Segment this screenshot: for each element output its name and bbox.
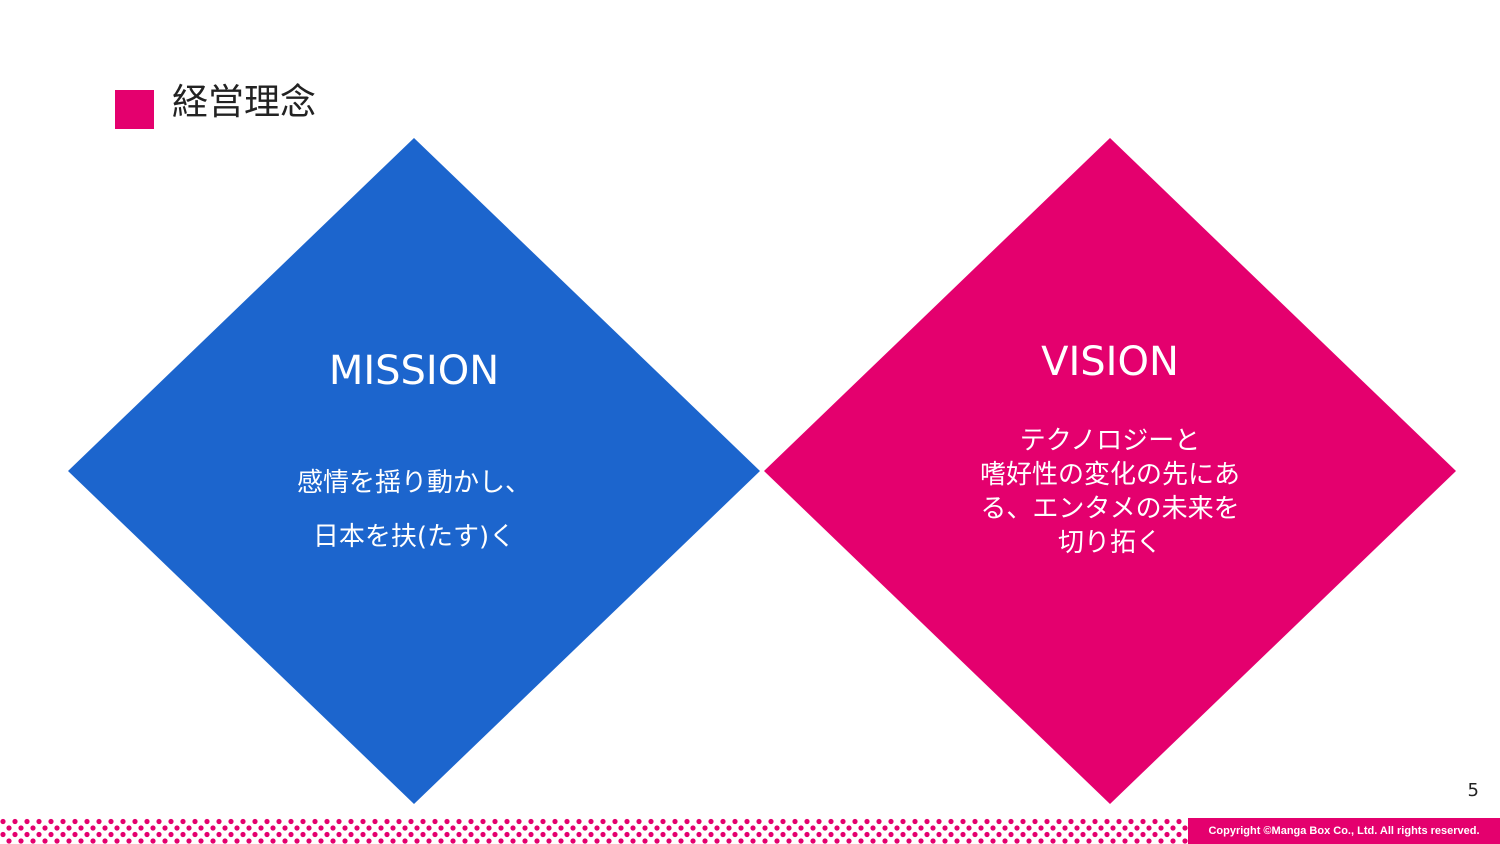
mission-diamond-shape xyxy=(68,138,760,804)
page-number: 5 xyxy=(1467,780,1479,801)
footer-dot-pattern xyxy=(0,818,1188,844)
vision-diamond: VISION テクノロジーと 嗜好性の変化の先にあ る、エンタメの未来を 切り拓… xyxy=(764,138,1456,804)
vision-line: る、エンタメの未来を xyxy=(980,494,1240,524)
mission-line: 感情を揺り動かし、 xyxy=(296,468,531,498)
vision-line: 切り拓く xyxy=(1057,528,1162,558)
page-title: 経営理念 xyxy=(172,82,317,123)
vision-heading: VISION xyxy=(1041,339,1179,385)
mission-diamond: MISSION 感情を揺り動かし、 日本を扶(たす)く xyxy=(68,138,760,804)
mission-heading: MISSION xyxy=(328,348,500,394)
vision-line: テクノロジーと xyxy=(1019,426,1201,456)
mission-statement: 感情を揺り動かし、 日本を扶(たす)く xyxy=(68,456,760,564)
vision-diamond-shape xyxy=(764,138,1456,804)
vision-statement: テクノロジーと 嗜好性の変化の先にあ る、エンタメの未来を 切り拓く xyxy=(764,424,1456,560)
vision-line: 嗜好性の変化の先にあ xyxy=(979,460,1240,490)
copyright-bar: Copyright ©Manga Box Co., Ltd. All right… xyxy=(1188,818,1500,844)
mission-line: 日本を扶(たす)く xyxy=(312,522,516,552)
pink-square-icon xyxy=(115,90,154,129)
